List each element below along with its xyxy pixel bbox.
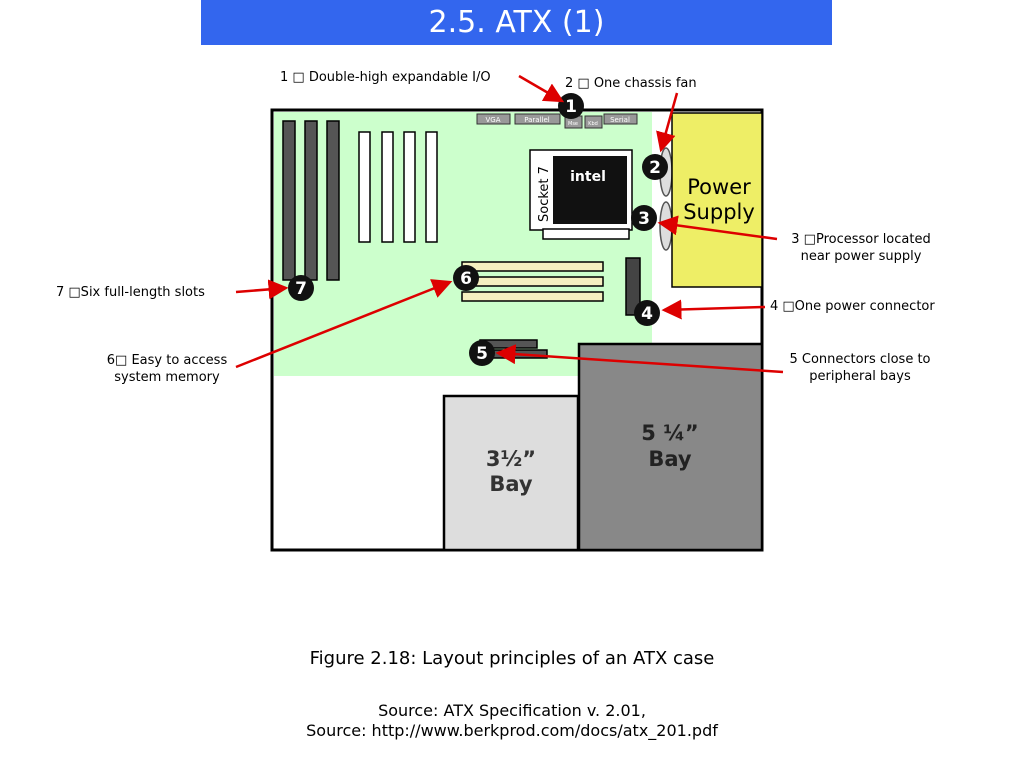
source-line-1: Source: ATX Specification v. 2.01, [378,701,646,720]
callout-5: 5 Connectors close to peripheral bays [770,351,950,385]
bay-3-5-label-line2: Bay [489,472,533,496]
callout-2: 2 □ One chassis fan [565,76,697,91]
io-port-vga-label: VGA [485,116,500,124]
arrow-3 [657,215,778,241]
cpu-brand-logo: intel [570,169,606,185]
title-bar: 2.5. ATX (1) [201,0,832,45]
memory-slot-3 [461,291,604,302]
arrow-5 [495,344,784,374]
io-port-keyboard-label: Kbd [588,121,598,127]
slide-title: 2.5. ATX (1) [428,5,605,40]
callout-3: 3 □Processor located near power supply [771,231,951,265]
marker-6: 6 [453,265,479,291]
io-port-vga [476,113,511,125]
source-line-2: Source: http://www.berkprod.com/docs/atx… [306,721,718,740]
memory-slot-2 [461,276,604,287]
arrow-1 [518,74,565,103]
marker-6-label: 6 [460,269,472,289]
marker-5-label: 5 [476,344,488,364]
callout-6: 6□ Easy to access system memory [82,352,252,386]
callout-5-line2: peripheral bays [809,369,911,384]
power-supply-label-line2: Supply [683,200,755,224]
callout-1: 1 □ Double-high expandable I/O [280,70,491,85]
marker-5: 5 [469,340,495,366]
cpu-chip [553,156,627,224]
pci-slot-1 [358,131,371,243]
memory-slot-1 [461,261,604,272]
figure-caption: Figure 2.18: Layout principles of an ATX… [309,648,715,669]
arrow-2 [656,92,679,153]
marker-3-label: 3 [638,209,650,229]
callout-arrows [235,74,784,374]
io-port-serial [603,113,638,125]
arrow-7 [235,279,289,300]
pci-slot-3 [403,131,416,243]
memory-slots [461,261,604,302]
callout-6-line1: 6□ Easy to access [106,353,228,368]
isa-slot-3 [326,120,340,281]
io-port-mouse-label: Mse [568,121,578,127]
bay-3-5 [442,394,580,552]
io-port-serial-label: Serial [610,116,630,124]
socket-label: Socket 7 [537,166,552,222]
callout-3-line1: 3 □Processor located [791,232,931,247]
pci-slot-4 [425,131,438,243]
bay-5-25-label-line1: 5 ¼” [641,421,698,445]
io-port-keyboard [584,115,603,129]
arrow-4 [661,299,766,320]
isa-slot-2 [304,120,318,281]
source-citation: Source: ATX Specification v. 2.01, Sourc… [0,701,1024,741]
bay-3-5-label-line1: 3½” [486,447,536,471]
bay-5-25 [577,342,764,552]
isa-slots [282,120,340,281]
marker-3: 3 [631,205,657,231]
pci-slots [358,131,438,243]
marker-4-label: 4 [641,304,653,324]
callout-4: 4 □One power connector [770,299,935,314]
pci-slot-2 [381,131,394,243]
power-connector [625,257,641,316]
callout-6-line2: system memory [114,370,220,385]
callout-7: 7 □Six full-length slots [56,285,205,300]
marker-1: 1 [558,93,584,119]
callout-5-line1: 5 Connectors close to [789,352,931,367]
marker-1-label: 1 [565,97,577,117]
marker-2: 2 [642,154,668,180]
power-supply [671,112,763,288]
marker-2-label: 2 [649,158,661,178]
marker-4: 4 [634,300,660,326]
cpu-socket: Socket 7 intel [529,149,633,240]
socket-lever [542,228,630,240]
marker-7: 7 [288,275,314,301]
io-port-parallel-label: Parallel [524,116,550,124]
power-supply-label-line1: Power [687,175,751,199]
marker-7-label: 7 [295,279,307,299]
io-port-parallel [514,113,561,125]
bay-5-25-label-line2: Bay [648,447,692,471]
arrow-6 [235,279,453,369]
callout-3-line2: near power supply [800,249,922,264]
isa-slot-1 [282,120,296,281]
fan-blade-bottom [659,201,673,251]
